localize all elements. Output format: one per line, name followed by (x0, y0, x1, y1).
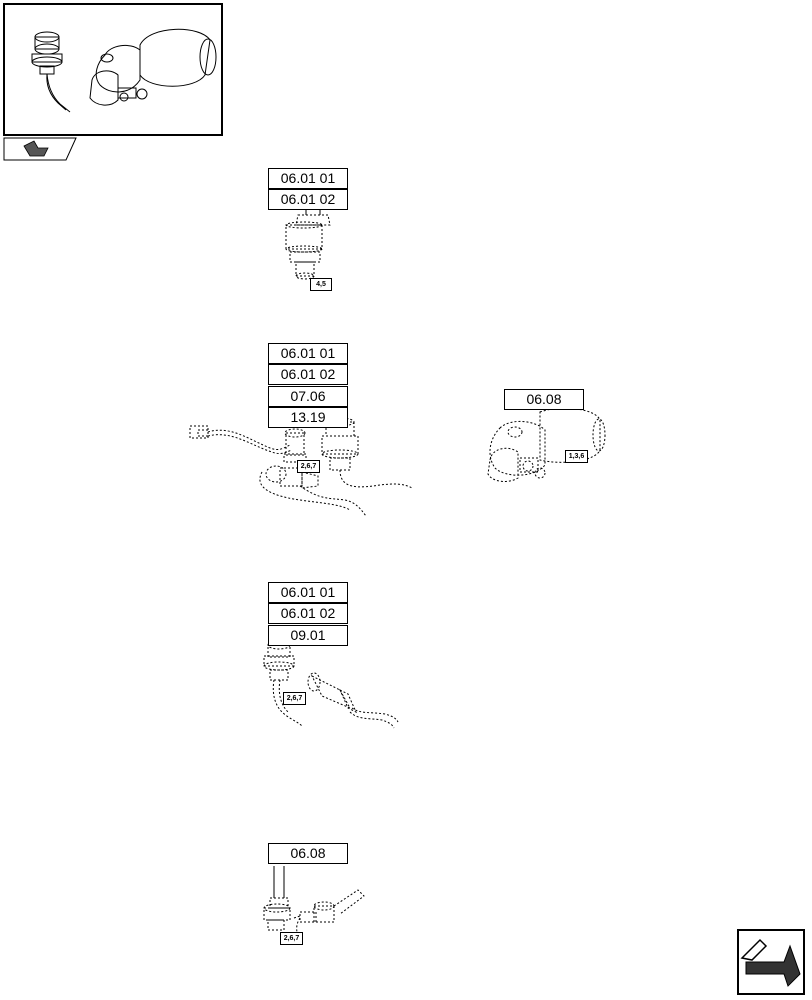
reference-label[interactable]: 06.08 (504, 389, 584, 410)
item-callout: 1,3,6 (565, 450, 588, 463)
item-callout: 2,6,7 (280, 932, 303, 945)
reference-label[interactable]: 06.01 01 (268, 343, 348, 364)
thumbnail-sensor-icon (31, 31, 71, 113)
next-page-icon[interactable] (737, 929, 805, 995)
reference-label[interactable]: 06.01 02 (268, 189, 348, 210)
reference-label[interactable]: 06.08 (268, 843, 348, 864)
thumbnail-actuator-icon (89, 28, 217, 106)
temperature-sensor-part (263, 866, 365, 937)
reference-label[interactable]: 09.01 (268, 625, 348, 646)
sensor-harness-part (189, 417, 413, 517)
pressure-switch-part (285, 209, 331, 280)
reference-label[interactable]: 13.19 (268, 407, 348, 428)
reference-label[interactable]: 06.01 01 (268, 168, 348, 189)
item-callout: 2,6,7 (283, 692, 306, 705)
reference-label[interactable]: 06.01 02 (268, 603, 348, 624)
item-callout: 2,6,7 (297, 460, 320, 473)
back-tab[interactable] (3, 137, 77, 161)
actuator-part (487, 407, 606, 482)
item-callout: 4,5 (310, 278, 332, 291)
speed-sensor-part (263, 640, 399, 729)
thumbnail-frame (3, 3, 223, 136)
reference-label[interactable]: 07.06 (268, 386, 348, 407)
reference-label[interactable]: 06.01 02 (268, 364, 348, 385)
reference-label[interactable]: 06.01 01 (268, 582, 348, 603)
